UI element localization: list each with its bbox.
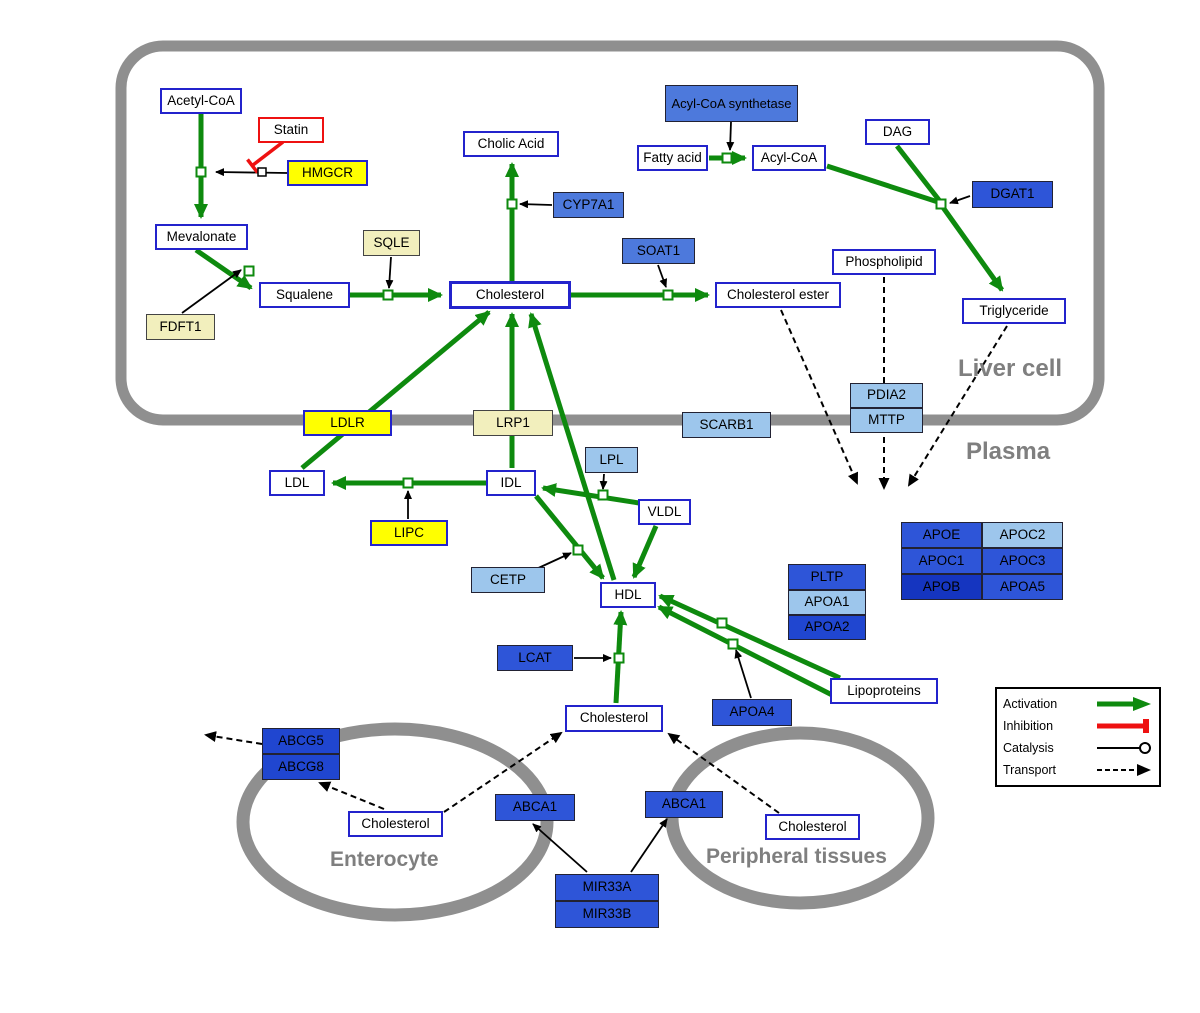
node-scarb1[interactable]: SCARB1 xyxy=(682,412,771,438)
node-lipc[interactable]: LIPC xyxy=(370,520,448,546)
transport-dashed-arrow-icon xyxy=(1097,764,1151,776)
activation-edges xyxy=(194,114,1005,704)
node-acyl-coa[interactable]: Acyl-CoA xyxy=(752,145,826,171)
node-soat1[interactable]: SOAT1 xyxy=(622,238,695,264)
node-pltp[interactable]: PLTP xyxy=(788,564,866,590)
node-acyl-coa-synthetase[interactable]: Acyl-CoA synthetase xyxy=(665,85,798,122)
enterocyte-membrane xyxy=(236,722,554,922)
node-lrp1[interactable]: LRP1 xyxy=(473,410,553,436)
node-phospholipid[interactable]: Phospholipid xyxy=(832,249,936,275)
peripheral-tissues-label: Peripheral tissues xyxy=(706,845,887,868)
liver-cell-label: Liver cell xyxy=(958,355,1063,382)
reaction-squares xyxy=(195,152,947,664)
legend-activation-label: Activation xyxy=(1003,697,1058,711)
node-triglyceride[interactable]: Triglyceride xyxy=(962,298,1066,324)
activation-arrow-icon xyxy=(1097,697,1151,711)
node-apoa1[interactable]: APOA1 xyxy=(788,590,866,615)
node-vldl[interactable]: VLDL xyxy=(638,499,691,525)
legend-row-catalysis: Catalysis xyxy=(1003,737,1153,759)
plasma-label: Plasma xyxy=(966,438,1051,465)
node-cholesterol-peripheral[interactable]: Cholesterol xyxy=(765,814,860,840)
node-sqle[interactable]: SQLE xyxy=(363,230,420,256)
node-cholesterol-enterocyte[interactable]: Cholesterol xyxy=(348,811,443,837)
node-ldlr[interactable]: LDLR xyxy=(303,410,392,436)
node-fdft1[interactable]: FDFT1 xyxy=(146,314,215,340)
node-apoc2[interactable]: APOC2 xyxy=(982,522,1063,548)
legend-row-transport: Transport xyxy=(1003,759,1153,781)
transport-edges xyxy=(204,277,1008,814)
node-dag[interactable]: DAG xyxy=(865,119,930,145)
node-cholesterol-plasma[interactable]: Cholesterol xyxy=(565,705,663,732)
node-dgat1[interactable]: DGAT1 xyxy=(972,181,1053,208)
catalysis-node-square xyxy=(257,167,267,177)
node-mevalonate[interactable]: Mevalonate xyxy=(155,224,248,250)
catalysis-edges xyxy=(181,121,971,873)
enterocyte-label: Enterocyte xyxy=(330,848,439,871)
node-statin[interactable]: Statin xyxy=(258,117,324,143)
node-lcat[interactable]: LCAT xyxy=(497,645,573,671)
legend-catalysis-label: Catalysis xyxy=(1003,741,1054,755)
legend: Activation Inhibition Catalysis Transpor… xyxy=(995,687,1161,787)
node-cholesterol-liver[interactable]: Cholesterol xyxy=(449,281,571,309)
node-fatty-acid[interactable]: Fatty acid xyxy=(637,145,708,171)
node-abca1-peripheral[interactable]: ABCA1 xyxy=(645,791,723,818)
node-apoa2[interactable]: APOA2 xyxy=(788,615,866,640)
catalysis-circle-icon xyxy=(1097,742,1151,754)
legend-transport-label: Transport xyxy=(1003,763,1057,777)
node-apoe[interactable]: APOE xyxy=(901,522,982,548)
node-squalene[interactable]: Squalene xyxy=(259,282,350,308)
node-cholic-acid[interactable]: Cholic Acid xyxy=(463,131,559,157)
legend-inhibition-label: Inhibition xyxy=(1003,719,1054,733)
node-cyp7a1[interactable]: CYP7A1 xyxy=(553,192,624,218)
legend-row-inhibition: Inhibition xyxy=(1003,715,1153,737)
node-abcg8[interactable]: ABCG8 xyxy=(262,754,340,780)
node-lpl[interactable]: LPL xyxy=(585,447,638,473)
node-cholesterol-ester[interactable]: Cholesterol ester xyxy=(715,282,841,308)
node-apoc1[interactable]: APOC1 xyxy=(901,548,982,574)
node-apoa4[interactable]: APOA4 xyxy=(712,699,792,726)
node-mir33a[interactable]: MIR33A xyxy=(555,874,659,901)
node-abcg5[interactable]: ABCG5 xyxy=(262,728,340,754)
node-acetyl-coa[interactable]: Acetyl-CoA xyxy=(160,88,242,114)
node-apob[interactable]: APOB xyxy=(901,574,982,600)
node-apoc3[interactable]: APOC3 xyxy=(982,548,1063,574)
node-lipoproteins[interactable]: Lipoproteins xyxy=(830,678,938,704)
node-apoa5[interactable]: APOA5 xyxy=(982,574,1063,600)
node-pdia2[interactable]: PDIA2 xyxy=(850,383,923,408)
inhibition-tbar-icon xyxy=(1097,719,1149,733)
node-abca1-enterocyte[interactable]: ABCA1 xyxy=(495,794,575,821)
node-hmgcr[interactable]: HMGCR xyxy=(287,160,368,186)
inhibition-edge-statin xyxy=(246,140,285,174)
node-cetp[interactable]: CETP xyxy=(471,567,545,593)
legend-row-activation: Activation xyxy=(1003,693,1153,715)
node-idl[interactable]: IDL xyxy=(486,470,536,496)
node-mir33b[interactable]: MIR33B xyxy=(555,901,659,928)
peripheral-tissues-membrane xyxy=(665,726,935,910)
node-ldl[interactable]: LDL xyxy=(269,470,325,496)
node-mttp[interactable]: MTTP xyxy=(850,408,923,433)
liver-cell-membrane xyxy=(115,40,1105,426)
node-hdl[interactable]: HDL xyxy=(600,582,656,608)
